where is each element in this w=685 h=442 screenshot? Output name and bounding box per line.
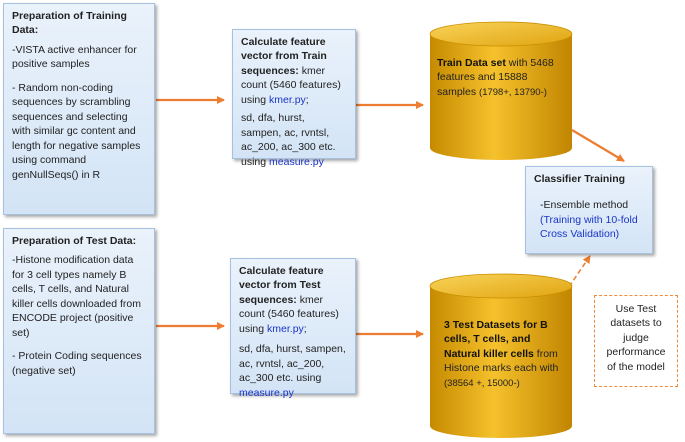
classifier-title: Classifier Training — [534, 173, 626, 185]
train-data-title: Train Data set — [437, 57, 506, 69]
test-prep-positive: -Histone modification data for 3 cell ty… — [12, 254, 141, 339]
test-kmer-text: kmer count (5460 features) using — [239, 293, 339, 335]
test-measures-list: sd, dfa, hurst, sampen, ac, rvntsl, ac_2… — [239, 343, 346, 385]
training-prep-negative: - Random non-coding sequences by scrambl… — [12, 81, 141, 181]
test-features-text: Calculate feature vector from Test seque… — [239, 264, 347, 336]
test-prep-negative: - Protein Coding sequences (negative set… — [12, 350, 142, 377]
test-kmer-script: kmer.py — [267, 322, 304, 335]
train-features-box: Calculate feature vector from Train sequ… — [232, 29, 356, 168]
evaluation-note: Use Test datasets to judge performance o… — [594, 295, 678, 387]
train-data-desc: with 5468 features and 15888 samples — [437, 57, 554, 98]
test-prep-title: Preparation of Test Data: — [12, 235, 137, 247]
test-data-cylinder — [429, 273, 573, 438]
train-kmer-script: kmer.py — [269, 93, 306, 106]
test-features-title: Calculate feature vector from Test seque… — [239, 265, 324, 306]
arrow-traindata-to-classifier — [571, 129, 625, 162]
test-data-desc: from Histone marks each with — [444, 347, 559, 375]
train-data-cylinder — [429, 21, 573, 160]
test-data-label: 3 Test Datasets for B cells, T cells, an… — [444, 318, 566, 390]
test-measure-script: measure.py — [239, 386, 294, 399]
classifier-box: Classifier Training -Ensemble method (Tr… — [525, 166, 653, 254]
classifier-method: -Ensemble method — [540, 199, 629, 212]
training-prep-title: Preparation of Training Data: — [12, 10, 127, 37]
test-measures-text: sd, dfa, hurst, sampen, ac, rvntsl, ac_2… — [239, 342, 347, 400]
classifier-validation: (Training with 10-fold Cross Validation) — [540, 213, 638, 241]
test-data-title: 3 Test Datasets for B cells, T cells, an… — [444, 319, 548, 360]
training-prep-box: Preparation of Training Data: -VISTA act… — [3, 3, 155, 215]
train-kmer-text: kmer count (5460 features) using — [241, 64, 341, 106]
train-measure-script: measure.py — [269, 155, 324, 168]
training-prep-positive: -VISTA active enhancer for positive samp… — [12, 43, 137, 71]
test-kmer-punct: ; — [303, 322, 307, 335]
train-features-text: Calculate feature vector from Train sequ… — [241, 35, 347, 107]
test-data-counts: (38564 +, 15000-) — [444, 377, 520, 389]
train-data-label: Train Data set with 5468 features and 15… — [437, 56, 567, 99]
train-kmer-punct: ; — [305, 93, 309, 106]
train-data-counts: (1798+, 13790-) — [479, 86, 547, 98]
train-measures-list: sd, dfa, hurst, sampen, ac, rvntsl, ac_2… — [241, 112, 336, 168]
test-features-box: Calculate feature vector from Test seque… — [230, 258, 356, 399]
test-prep-box: Preparation of Test Data: -Histone modif… — [3, 228, 155, 434]
train-measures-text: sd, dfa, hurst, sampen, ac, rvntsl, ac_2… — [241, 111, 347, 169]
train-features-title: Calculate feature vector from Train sequ… — [241, 36, 327, 77]
